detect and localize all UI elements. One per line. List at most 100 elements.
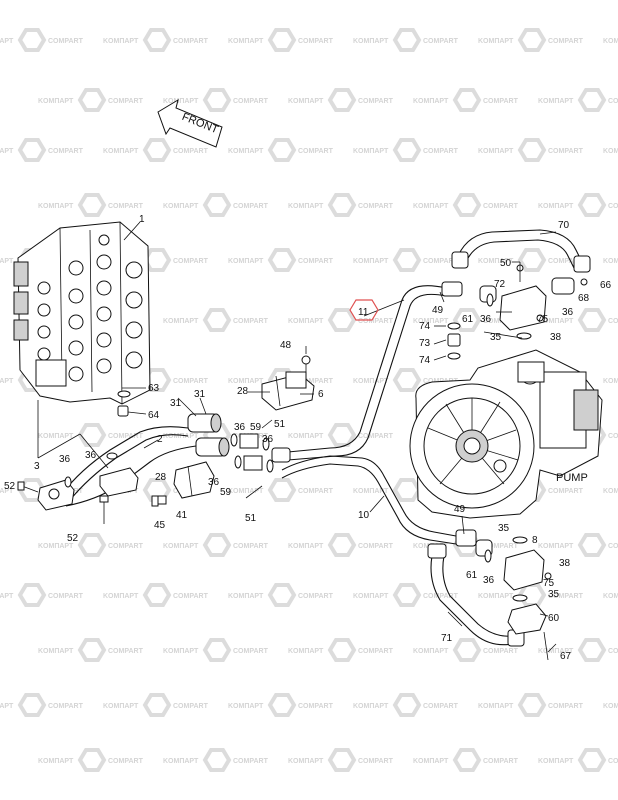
callout-74b: 74 <box>419 355 431 366</box>
pump-lower-fittings <box>461 515 552 661</box>
svg-text:COMPART: COMPART <box>233 98 269 105</box>
svg-text:COMPART: COMPART <box>483 98 519 105</box>
svg-text:KOMПАРТ: KOMПАРТ <box>288 433 324 440</box>
callout-50: 50 <box>500 258 512 269</box>
svg-text:COMPART: COMPART <box>358 318 394 325</box>
callout-35b: 35 <box>498 523 510 534</box>
svg-text:COMPART: COMPART <box>108 433 144 440</box>
callout-51b: 51 <box>245 513 257 524</box>
svg-text:KOMПАРТ: KOMПАРТ <box>163 98 199 105</box>
svg-text:KOMПАРТ: KOMПАРТ <box>413 648 449 655</box>
callout-45: 45 <box>154 520 166 531</box>
callout-36g: 36 <box>562 307 574 318</box>
svg-text:COMPART: COMPART <box>608 98 618 105</box>
svg-text:KOMПАРТ: KOMПАРТ <box>228 148 264 155</box>
svg-text:KOMПАРТ: KOMПАРТ <box>228 703 264 710</box>
callout-71: 71 <box>441 633 453 644</box>
hose-10 <box>281 455 477 547</box>
svg-text:COMPART: COMPART <box>298 258 334 265</box>
control-valve <box>13 221 151 405</box>
callout-31a: 31 <box>170 398 182 409</box>
svg-text:KOMПАРТ: KOMПАРТ <box>163 648 199 655</box>
callout-75a: 75 <box>537 314 549 325</box>
svg-text:COMPART: COMPART <box>298 148 334 155</box>
svg-text:KOMПАРТ: KOMПАРТ <box>163 433 199 440</box>
svg-text:COMPART: COMPART <box>298 488 334 495</box>
svg-text:COMPART: COMPART <box>608 648 618 655</box>
svg-text:KOMПАРТ: KOMПАРТ <box>0 258 14 265</box>
callout-68: 68 <box>578 293 590 304</box>
callout-35a: 35 <box>490 332 502 343</box>
callout-28b: 28 <box>155 472 167 483</box>
callout-36a: 36 <box>59 454 71 465</box>
svg-text:COMPART: COMPART <box>108 648 144 655</box>
callout-67: 67 <box>560 651 572 662</box>
watermark-tile: KOMПАРТ COMPART <box>163 88 269 112</box>
callout-36d: 36 <box>208 477 220 488</box>
pump-label: PUMP <box>556 472 588 484</box>
svg-text:COMPART: COMPART <box>483 758 519 765</box>
svg-text:COMPART: COMPART <box>483 543 519 550</box>
callout-10: 10 <box>358 510 370 521</box>
callout-49a: 49 <box>432 305 444 316</box>
callout-74a: 74 <box>419 321 431 332</box>
callout-75b: 75 <box>543 578 555 589</box>
callout-38a: 38 <box>550 332 562 343</box>
svg-text:KOMПАРТ: KOMПАРТ <box>478 258 514 265</box>
callout-63: 63 <box>148 383 160 394</box>
svg-text:KOMПАРТ: KOMПАРТ <box>538 758 574 765</box>
clamp-upper <box>261 355 315 411</box>
svg-text:KOMПАРТ: KOMПАРТ <box>38 648 74 655</box>
svg-text:COMPART: COMPART <box>423 258 459 265</box>
svg-text:KOMПАРТ: KOMПАРТ <box>288 203 324 210</box>
svg-text:COMPART: COMPART <box>48 703 84 710</box>
watermark-tile: KOMПАРТ COMPART <box>38 638 144 662</box>
svg-text:COMPART: COMPART <box>298 378 334 385</box>
svg-text:KOMПАРТ: KOMПАРТ <box>103 148 139 155</box>
callout-3: 3 <box>34 461 40 472</box>
svg-text:KOMПАРТ: KOMПАРТ <box>353 703 389 710</box>
svg-text:KOMПАРТ: KOMПАРТ <box>413 318 449 325</box>
svg-text:KOMПАРТ: KOMПАРТ <box>38 98 74 105</box>
callout-36c: 36 <box>234 422 246 433</box>
callout-38b: 38 <box>559 558 571 569</box>
svg-text:KOMПАРТ: KOMПАРТ <box>478 148 514 155</box>
svg-text:KOMПАРТ: KOMПАРТ <box>288 98 324 105</box>
callout-61b: 61 <box>466 570 478 581</box>
svg-text:KOMПАРТ: KOMПАРТ <box>538 98 574 105</box>
hose-2 <box>61 426 197 507</box>
svg-text:COMPART: COMPART <box>358 203 394 210</box>
svg-text:KOMПАРТ: KOMПАРТ <box>538 318 574 325</box>
svg-text:KOMПАРТ: KOMПАРТ <box>603 593 618 600</box>
bolts-63-64 <box>117 390 131 417</box>
front-direction-arrow: FRONT <box>157 98 223 148</box>
callout-31b: 31 <box>194 389 206 400</box>
callout-28a: 28 <box>237 386 249 397</box>
svg-text:COMPART: COMPART <box>608 318 618 325</box>
svg-text:KOMПАРТ: KOMПАРТ <box>353 593 389 600</box>
